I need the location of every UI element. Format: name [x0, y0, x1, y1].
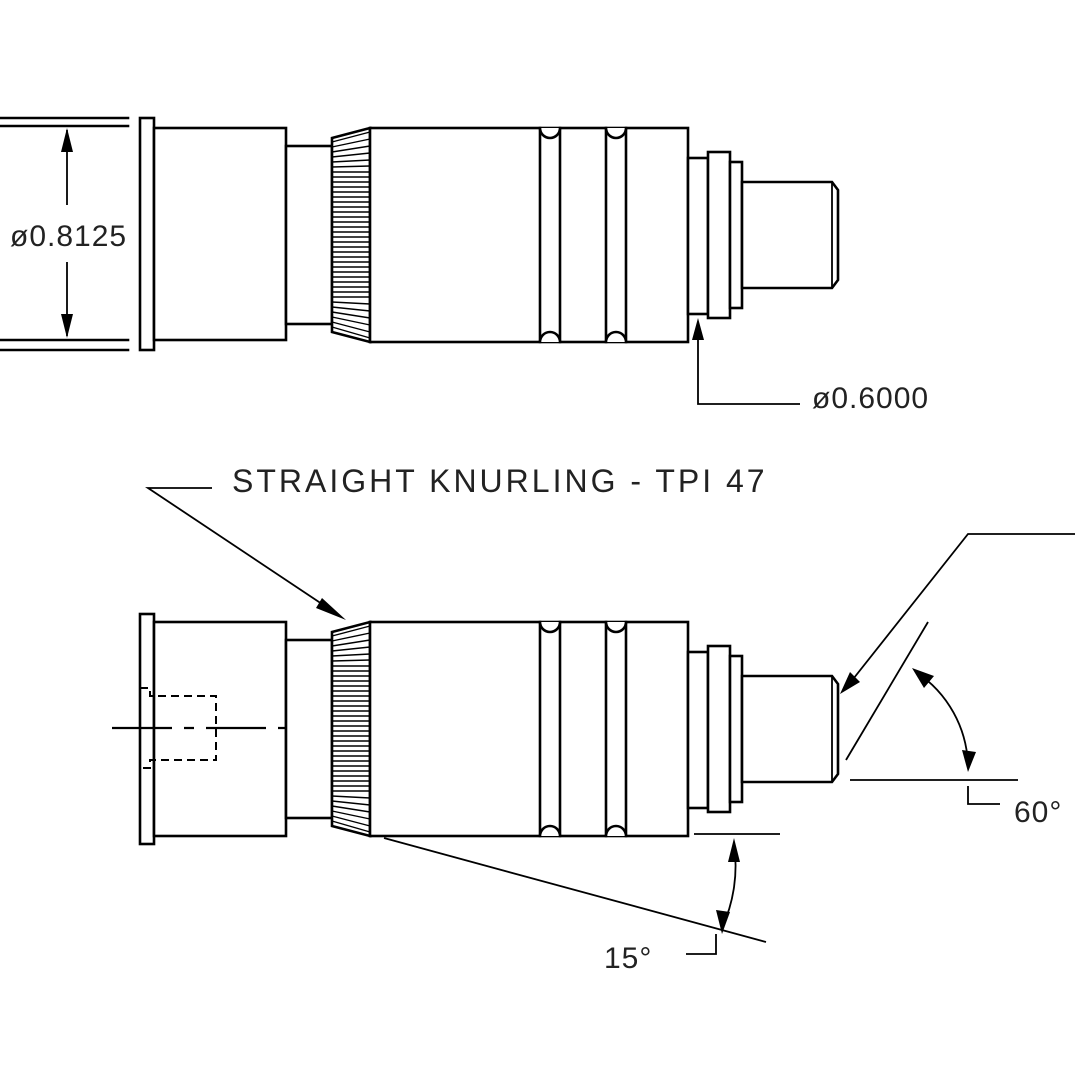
knurling-note: STRAIGHT KNURLING - TPI 47: [232, 463, 768, 499]
collar: [706, 150, 732, 320]
tip: [740, 674, 840, 784]
taper-label-leader: [686, 934, 717, 955]
shoulder: [686, 650, 710, 810]
tip-diameter-leader: [697, 330, 800, 405]
arrowhead-down: [61, 314, 73, 338]
taper-angle-label: 15°: [604, 942, 652, 975]
tip: [740, 180, 840, 290]
chamfer-angle-line: [845, 621, 929, 761]
taper-angle-line: [383, 837, 767, 943]
groove-notch: [538, 127, 562, 140]
arrowhead-arc-top: [912, 668, 934, 688]
neck: [284, 144, 334, 326]
collar: [706, 644, 732, 814]
knurling-callout: STRAIGHT KNURLING - TPI 47: [145, 463, 768, 620]
shoulder: [686, 156, 710, 316]
main-body: [368, 126, 690, 344]
arrowhead-arc-bottom: [962, 750, 976, 772]
arrowhead-knurl: [316, 598, 346, 620]
arrowhead-chamfer: [840, 672, 860, 694]
arrowhead-taper-top: [728, 838, 740, 862]
collar-step: [728, 160, 744, 310]
knurling-leader: [145, 487, 341, 617]
groove-notch: [538, 824, 562, 837]
bottom-view: 60° 15°: [112, 533, 1075, 975]
neck: [284, 638, 334, 820]
arrowhead-leader: [692, 318, 704, 340]
arrowhead-taper-bottom: [716, 910, 730, 934]
groove-notch: [604, 330, 628, 343]
arrowhead-up: [61, 128, 73, 152]
groove-notch: [604, 824, 628, 837]
groove-notch: [604, 621, 628, 634]
groove-notch: [604, 127, 628, 140]
chamfer-label-leader: [967, 786, 1000, 805]
tip-diameter-label: ø0.6000: [812, 382, 929, 415]
top-view: ø0.8125: [0, 116, 929, 415]
chamfer-angle-label: 60°: [1014, 796, 1062, 829]
chamfer-leader: [845, 533, 1075, 689]
main-body: [368, 620, 690, 838]
base-cylinder: [152, 126, 288, 342]
groove-notch: [538, 330, 562, 343]
flange: [138, 116, 156, 352]
outer-diameter-label: ø0.8125: [10, 220, 127, 253]
knurl-lines-bottom: [331, 625, 371, 833]
knurl-lines-top: [331, 131, 371, 339]
collar-step: [728, 654, 744, 804]
groove-notch: [538, 621, 562, 634]
